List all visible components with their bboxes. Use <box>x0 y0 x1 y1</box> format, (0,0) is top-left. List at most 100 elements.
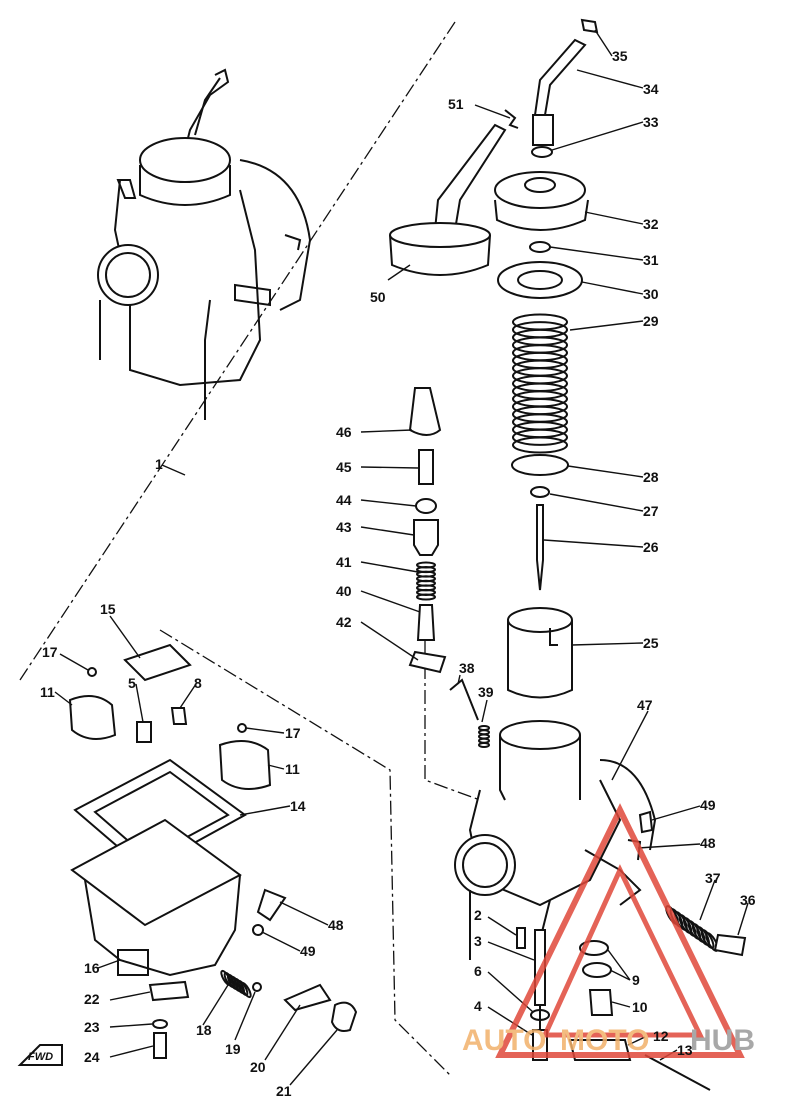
label-46: 46 <box>336 424 352 440</box>
label-44: 44 <box>336 492 352 508</box>
label-24: 24 <box>84 1049 100 1065</box>
part-27-clip <box>530 486 550 498</box>
label-17b: 17 <box>285 725 301 741</box>
label-51: 51 <box>448 96 464 112</box>
part-11b-float <box>218 740 272 790</box>
part-43-plug <box>413 519 439 556</box>
label-4: 4 <box>474 998 482 1014</box>
label-2: 2 <box>474 907 482 923</box>
part-21-plug <box>330 1001 358 1032</box>
label-36: 36 <box>740 892 756 908</box>
divider-diagonal <box>19 21 456 681</box>
part-25-throttle-valve <box>507 607 573 699</box>
watermark-text-auto: AUTO <box>462 1024 546 1057</box>
label-3: 3 <box>474 933 482 949</box>
label-11a: 11 <box>40 684 55 700</box>
label-11b: 11 <box>285 761 300 777</box>
fwd-arrow: FWD <box>17 1044 63 1066</box>
label-10: 10 <box>632 999 648 1015</box>
label-25: 25 <box>643 635 659 651</box>
label-6: 6 <box>474 963 482 979</box>
label-39: 39 <box>478 684 494 700</box>
label-38: 38 <box>459 660 475 676</box>
part-32-cap <box>494 171 589 231</box>
divider-lower <box>159 629 451 1076</box>
part-2-jet <box>516 927 526 949</box>
label-27: 27 <box>643 503 659 519</box>
label-8: 8 <box>194 675 202 691</box>
part-9b-ring <box>582 962 612 978</box>
label-33: 33 <box>643 114 659 130</box>
part-5-jet <box>136 721 152 743</box>
part-labels: 1 35 34 51 33 32 31 30 29 50 46 45 28 44… <box>40 48 756 1099</box>
label-31: 31 <box>643 252 659 268</box>
part-49-clip-b <box>252 924 264 936</box>
label-30: 30 <box>643 286 659 302</box>
part-51-clip <box>504 109 519 129</box>
part-9a-ring <box>579 940 609 956</box>
part-46-cap <box>408 387 442 436</box>
label-28: 28 <box>643 469 659 485</box>
label-16: 16 <box>84 960 100 976</box>
part-24-screw <box>153 1032 167 1059</box>
leader-lines <box>54 29 749 1086</box>
label-5: 5 <box>128 675 136 691</box>
part-41-spring <box>416 561 436 601</box>
watermark-text-moto: MOTO <box>560 1024 649 1057</box>
part-22-bracket <box>148 980 190 1002</box>
part-36-screw <box>713 933 747 957</box>
part-42-gasket <box>408 650 447 674</box>
label-22: 22 <box>84 991 100 1007</box>
part-44-washer <box>415 498 437 514</box>
part-49-fitting <box>638 810 654 834</box>
part-29-spring <box>512 313 568 454</box>
part-31-washer <box>529 241 551 253</box>
label-49b: 49 <box>300 943 316 959</box>
label-23: 23 <box>84 1019 100 1035</box>
part-23-washer <box>152 1019 168 1029</box>
part-20-screw <box>283 983 332 1012</box>
label-45: 45 <box>336 459 352 475</box>
label-29: 29 <box>643 313 659 329</box>
watermark-triangle-inner <box>541 864 704 1038</box>
part-16-float-bowl <box>70 818 242 977</box>
label-48b: 48 <box>328 917 344 933</box>
label-12: 12 <box>653 1028 669 1044</box>
part-13-rod <box>644 1054 711 1091</box>
label-32: 32 <box>643 216 659 232</box>
label-43: 43 <box>336 519 352 535</box>
watermark-text-hub: HUB <box>690 1024 755 1057</box>
part-34-pipe <box>533 38 587 116</box>
part-17a-pin <box>87 667 97 677</box>
part-19-ring <box>252 982 262 992</box>
label-42: 42 <box>336 614 352 630</box>
label-48a: 48 <box>700 835 716 851</box>
watermark: AUTO MOTO HUB <box>462 803 755 1058</box>
part-40-plunger <box>416 604 436 641</box>
label-40: 40 <box>336 583 352 599</box>
label-13: 13 <box>677 1042 693 1058</box>
label-20: 20 <box>250 1059 266 1075</box>
part-18-spring <box>220 969 252 999</box>
label-35: 35 <box>612 48 628 64</box>
part-50-air-funnel <box>389 123 507 276</box>
part-6-washer <box>530 1009 550 1021</box>
label-37: 37 <box>705 870 721 886</box>
watermark-triangle-outer <box>495 803 745 1058</box>
label-49a: 49 <box>700 797 716 813</box>
label-19: 19 <box>225 1041 241 1057</box>
label-26: 26 <box>643 539 659 555</box>
part-28-plate <box>511 454 569 476</box>
part-39-spring <box>478 725 490 748</box>
part-11a-float <box>68 695 117 740</box>
fwd-text: FWD <box>28 1051 53 1063</box>
part-26-needle <box>536 504 544 591</box>
label-18: 18 <box>196 1022 212 1038</box>
part-15-plate <box>123 643 192 682</box>
label-15: 15 <box>100 601 116 617</box>
label-41: 41 <box>336 554 352 570</box>
divider-vertical <box>424 640 481 801</box>
label-1: 1 <box>155 456 163 472</box>
part-48-hose-b <box>256 888 287 922</box>
